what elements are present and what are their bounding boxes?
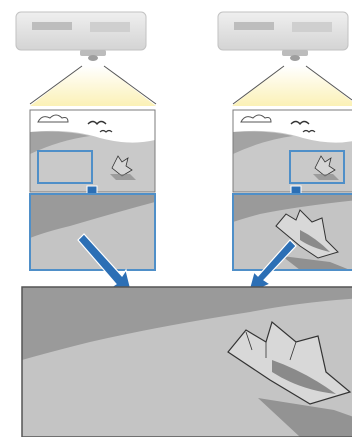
- light-beam: [232, 66, 352, 106]
- left-projector-group: [15, 11, 157, 271]
- composite-view: [22, 287, 352, 437]
- selection-frame-right: [289, 150, 345, 184]
- diagonal-arrow-icon: [77, 233, 133, 295]
- seashell-icon: [275, 209, 350, 270]
- projector-icon: [217, 11, 349, 61]
- right-projector-group: [217, 11, 352, 271]
- zoomed-view-left: [30, 194, 155, 270]
- projector-icon: [15, 11, 147, 61]
- selection-frame-left: [37, 150, 93, 184]
- seashell-icon: [227, 320, 352, 437]
- light-beam: [30, 66, 156, 106]
- zoomed-view-right: [233, 194, 352, 270]
